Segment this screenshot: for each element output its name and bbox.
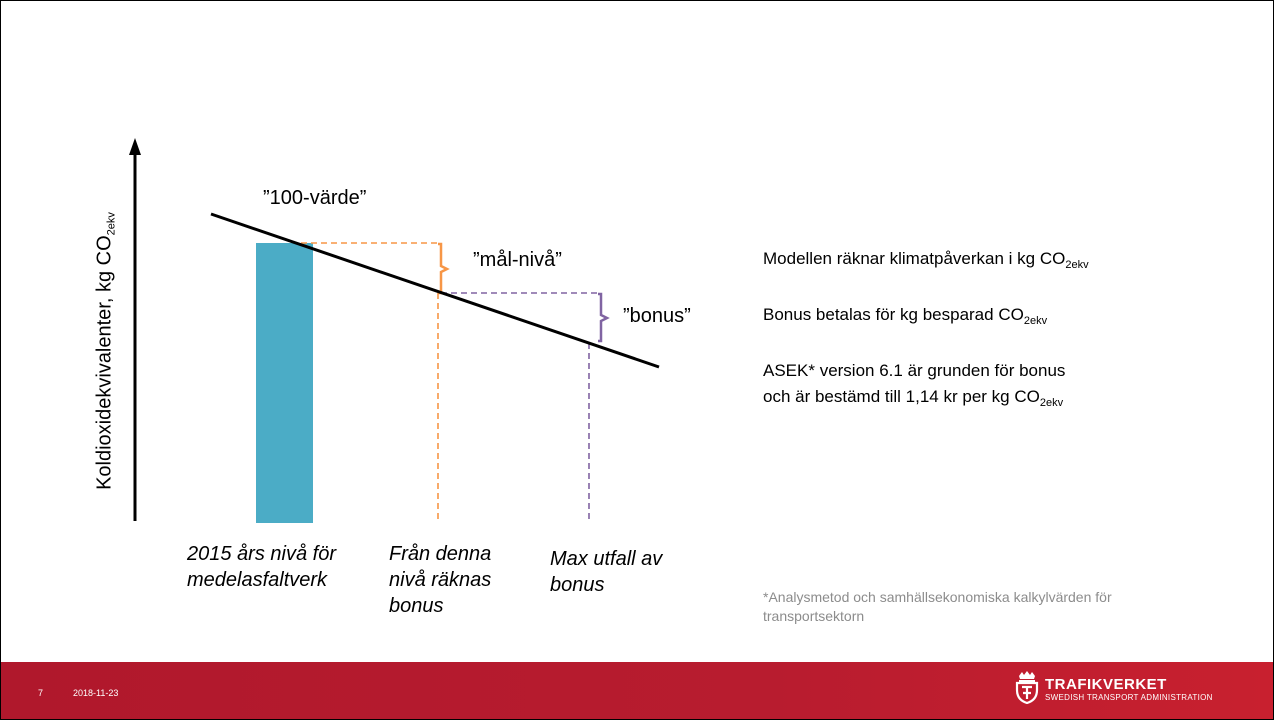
brand-name: TRAFIKVERKET: [1045, 676, 1167, 693]
footnote: *Analysmetod och samhällsekonomiska kalk…: [763, 589, 1112, 624]
info-bonus-paid: Bonus betalas för kg besparad CO2ekv: [763, 305, 1048, 327]
info-model: Modellen räknar klimatpåverkan i kg CO2e…: [763, 249, 1089, 271]
footer-bar: 7 2018-11-23 TRAFIKVERKET SWEDISH TRANSP…: [1, 662, 1273, 719]
label-goal-level: ”mål-nivå”: [473, 249, 562, 271]
y-axis-arrowhead: [129, 138, 141, 155]
page-number: 7: [38, 688, 44, 698]
caption-from-level: Från denna nivå räknas bonus: [389, 543, 492, 617]
bonus-bracket: [598, 292, 610, 343]
label-100-value: ”100-värde”: [263, 187, 367, 209]
trend-line: [210, 212, 660, 369]
info-asek-line-2: och är bestämd till 1,14 kr per kg CO2ek…: [763, 387, 1064, 409]
brand-subtitle: SWEDISH TRANSPORT ADMINISTRATION: [1045, 693, 1213, 702]
baseline-bar: [256, 243, 313, 523]
trafikverket-logo-icon: [1015, 671, 1039, 704]
footer-date: 2018-11-23: [73, 688, 119, 698]
info-asek-line-1: ASEK* version 6.1 är grunden för bonus: [763, 361, 1066, 380]
y-axis-label: Koldioxidekvivalenter, kg CO2ekv: [93, 212, 118, 490]
caption-max-bonus: Max utfall av bonus: [550, 548, 663, 596]
goal-bracket: [438, 242, 450, 295]
info-asek: ASEK* version 6.1 är grunden för bonus o…: [763, 358, 1065, 410]
label-bonus: ”bonus”: [623, 305, 691, 327]
caption-baseline: 2015 års nivå för medelasfaltverk: [187, 543, 336, 591]
